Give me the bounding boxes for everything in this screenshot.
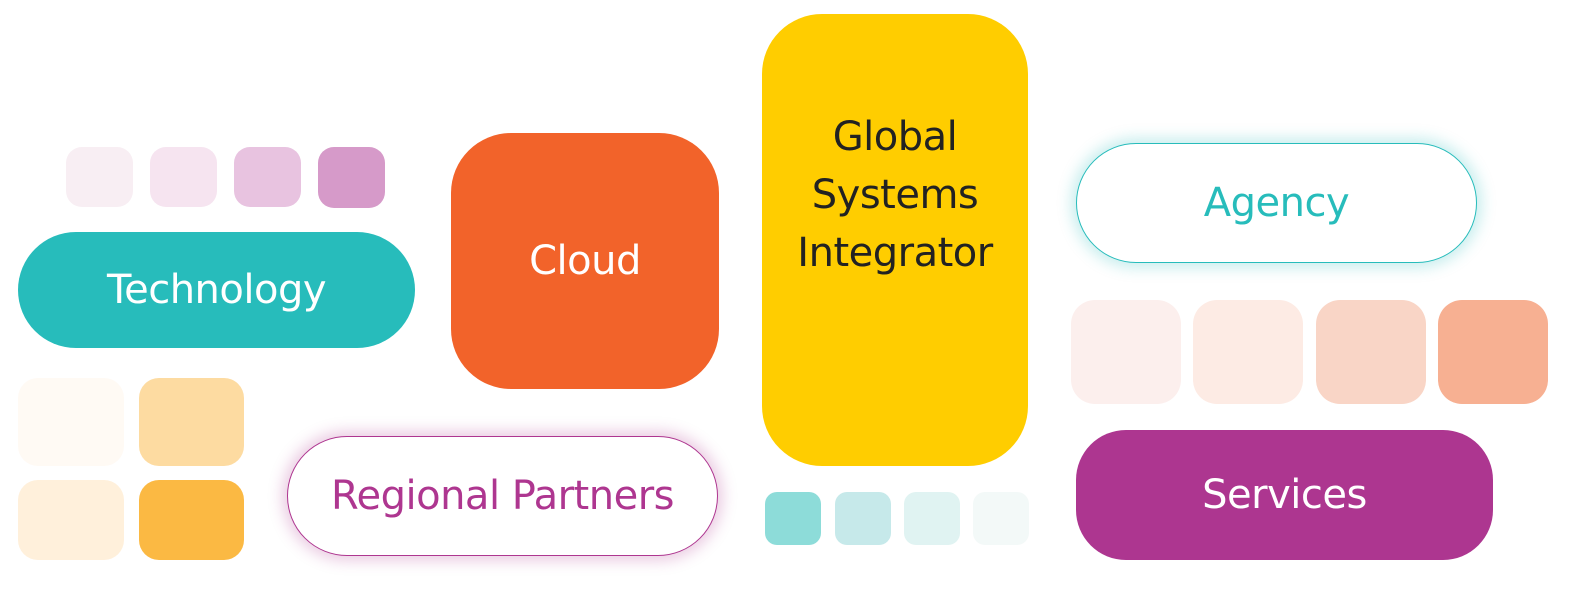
regional-partners-label: Regional Partners	[331, 473, 674, 519]
decorative-square	[835, 492, 891, 545]
decorative-square	[234, 147, 301, 207]
decorative-square	[139, 378, 244, 466]
technology-block: Technology	[18, 232, 415, 348]
cloud-label: Cloud	[529, 238, 641, 284]
decorative-square	[904, 492, 960, 545]
decorative-square	[18, 480, 124, 560]
agency-label: Agency	[1203, 180, 1350, 226]
services-block: Services	[1076, 430, 1493, 560]
decorative-square	[318, 147, 385, 208]
cloud-block: Cloud	[451, 133, 719, 389]
gsi-label-line2: Systems	[811, 172, 979, 218]
agency-block: Agency	[1076, 143, 1477, 263]
decorative-square	[66, 147, 133, 207]
decorative-square	[765, 492, 821, 545]
decorative-square	[1071, 300, 1181, 404]
technology-label: Technology	[106, 267, 327, 313]
decorative-square	[1316, 300, 1426, 404]
decorative-square	[1193, 300, 1303, 404]
global-systems-integrator-block: Global Systems Integrator	[762, 14, 1028, 466]
services-label: Services	[1202, 472, 1367, 518]
decorative-square	[150, 147, 217, 207]
gsi-label-line3: Integrator	[797, 230, 993, 276]
decorative-square	[18, 378, 124, 466]
decorative-square	[973, 492, 1029, 545]
decorative-square	[1438, 300, 1548, 404]
regional-partners-block: Regional Partners	[287, 436, 718, 556]
decorative-square	[139, 480, 244, 560]
gsi-label-line1: Global	[832, 114, 958, 160]
